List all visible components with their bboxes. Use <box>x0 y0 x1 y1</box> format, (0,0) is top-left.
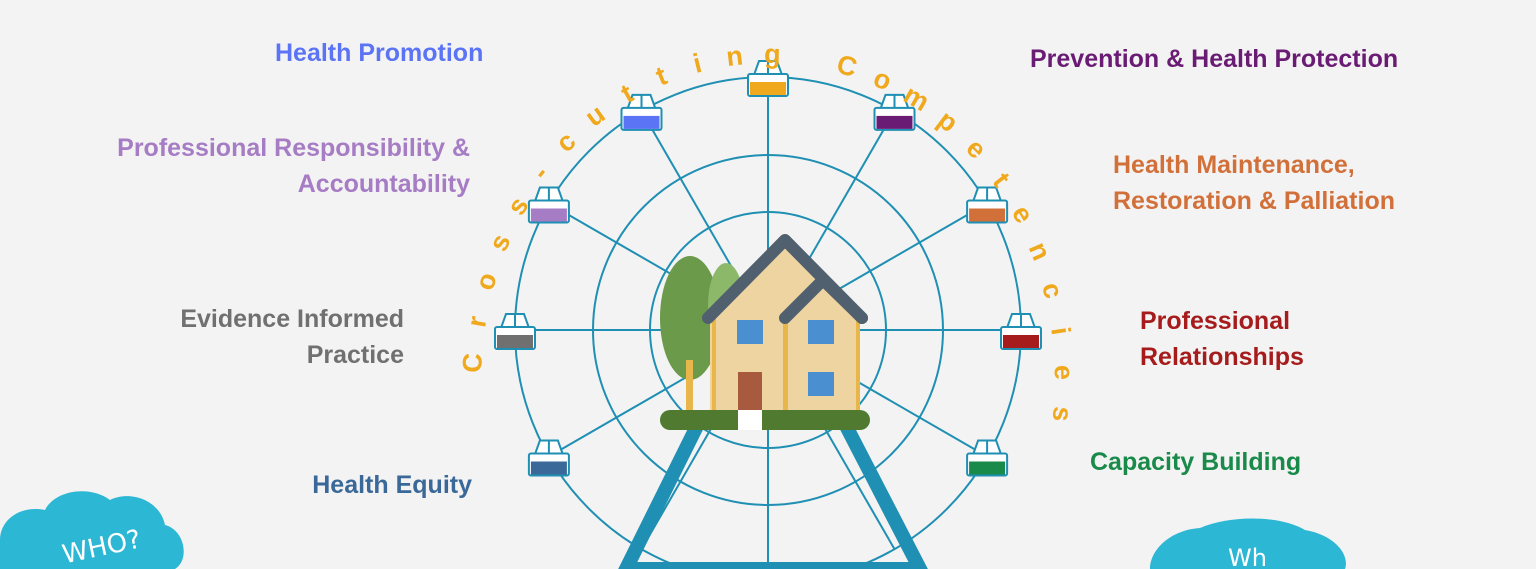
label-evidence-informed-line-2: Practice <box>306 341 404 369</box>
label-capacity-building-line-1: Capacity Building <box>1090 448 1302 476</box>
gondolas <box>494 60 1042 477</box>
arc-letter: t <box>652 60 671 91</box>
arc-letter: t <box>616 78 638 109</box>
label-health-equity-line-1: Health Equity <box>312 471 472 499</box>
arc-letter: o <box>869 63 896 97</box>
arc-letter: e <box>1006 200 1039 228</box>
label-health-maintenance-line-2: Restoration & Palliation <box>1113 187 1395 215</box>
label-professional-relationships-line-2: Relationships <box>1140 343 1304 371</box>
arc-letter: i <box>1045 325 1076 337</box>
label-prevention-health-protection: Prevention & Health Protection <box>1030 41 1398 77</box>
arc-letter: i <box>690 48 704 79</box>
label-prevention-line-1: Prevention & Health Protection <box>1030 45 1399 73</box>
arc-letter: C <box>834 49 861 83</box>
arc-letter: n <box>1023 238 1057 265</box>
arc-letter: c <box>550 126 581 158</box>
arc-letter: t <box>987 167 1016 193</box>
arc-letter: o <box>469 269 503 294</box>
cloud-left: WHO? <box>0 491 184 569</box>
gondola-capacity-building <box>966 439 1009 477</box>
gondola-professional-responsibility <box>527 186 570 224</box>
arc-letter: c <box>1036 279 1069 302</box>
arc-letter: g <box>764 39 781 69</box>
gondola-professional-relationships <box>1000 313 1042 350</box>
house-illustration <box>660 234 870 430</box>
gondola-health-promotion <box>620 93 663 131</box>
gondola-evidence-informed <box>494 313 536 350</box>
arc-letter: s <box>1047 405 1078 423</box>
arc-letter: s <box>483 229 517 255</box>
label-professional-responsibility-line-2: Accountability <box>297 170 470 198</box>
label-health-maintenance: Health Maintenance, Restoration & Pallia… <box>1113 147 1395 219</box>
gondola-health-equity <box>527 439 570 477</box>
arc-letter: - <box>526 159 555 185</box>
arc-letter: p <box>932 104 963 138</box>
arc-letter: u <box>580 99 611 133</box>
label-professional-responsibility: Professional Responsibility & Accountabi… <box>117 130 470 202</box>
label-evidence-informed-line-1: Evidence Informed <box>180 305 404 333</box>
label-health-equity: Health Equity <box>312 467 472 503</box>
arc-letter: e <box>960 133 992 165</box>
label-health-promotion: Health Promotion <box>275 35 483 71</box>
label-evidence-informed-practice: Evidence Informed Practice <box>180 301 404 373</box>
label-professional-responsibility-line-1: Professional Responsibility & <box>117 134 470 162</box>
gondola-prevention <box>873 93 916 131</box>
label-professional-relationships-line-1: Professional <box>1140 307 1291 335</box>
gondola-top <box>747 60 789 97</box>
arc-letter: e <box>1049 365 1079 381</box>
cloud-right: Wh <box>1150 518 1346 569</box>
wheel-stand <box>618 413 928 569</box>
arc-letter: C <box>457 352 488 373</box>
arc-letter: r <box>461 313 492 329</box>
cloud-right-text: Wh <box>1228 544 1267 569</box>
label-health-promotion-line-1: Health Promotion <box>275 39 484 67</box>
label-professional-relationships: Professional Relationships <box>1140 303 1304 375</box>
arc-letter: n <box>725 40 745 72</box>
label-health-maintenance-line-1: Health Maintenance, <box>1113 151 1355 179</box>
gondola-health-maintenance <box>966 186 1009 224</box>
label-capacity-building: Capacity Building <box>1090 444 1301 480</box>
